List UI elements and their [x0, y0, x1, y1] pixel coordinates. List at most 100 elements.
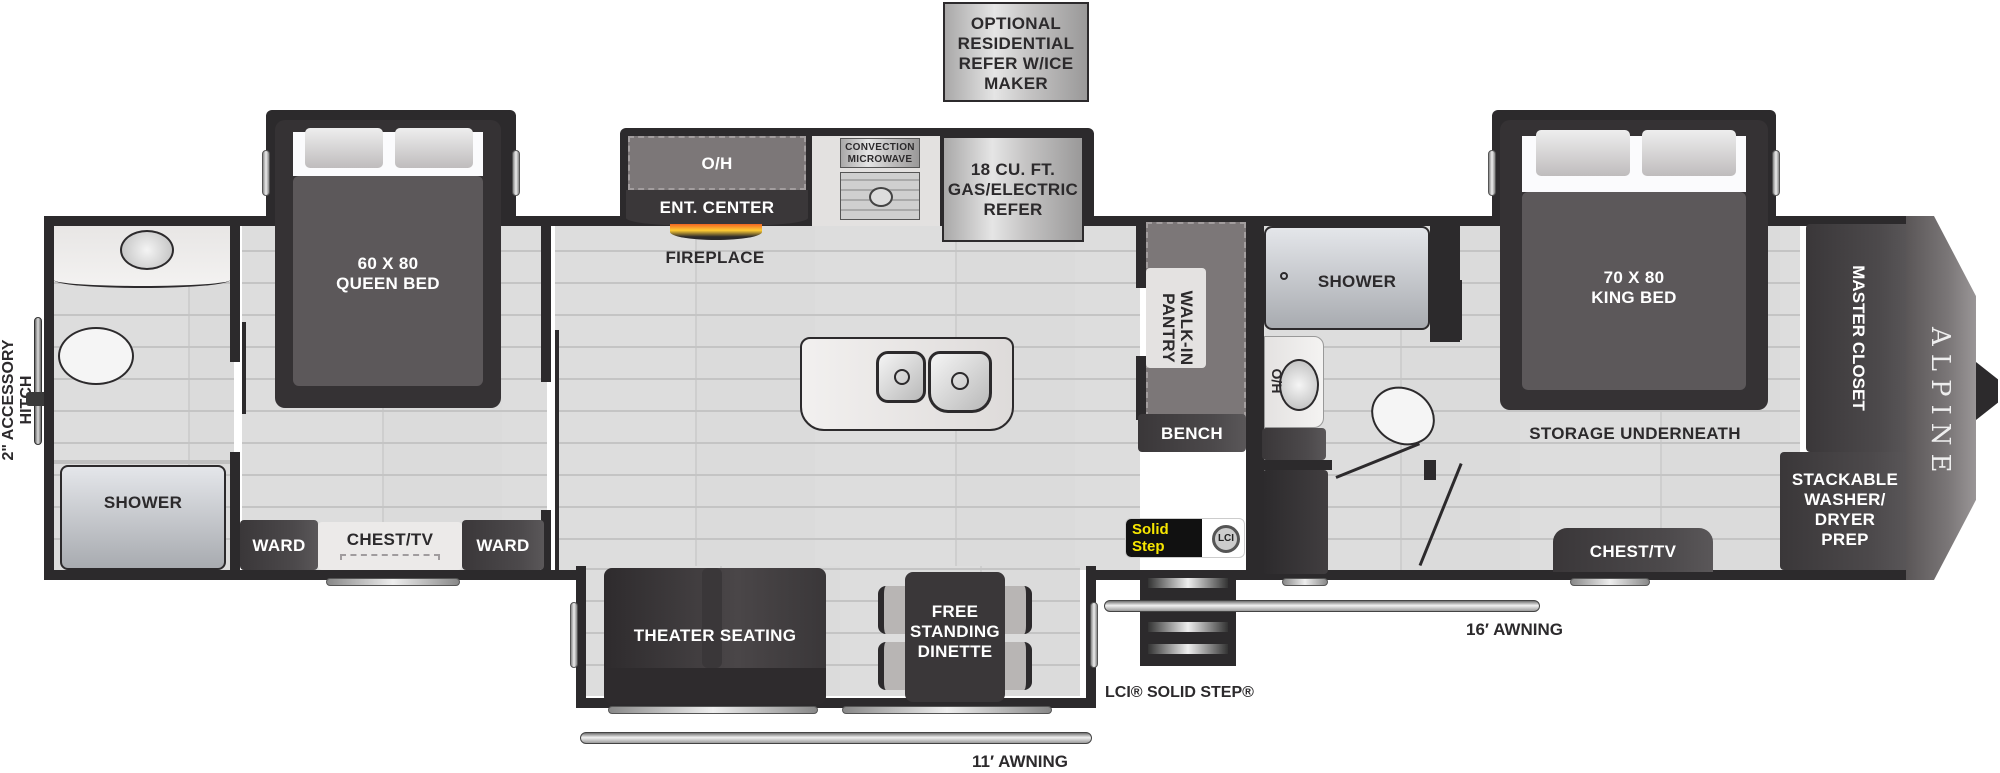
window-rear-bedroom-bottom: [326, 578, 460, 586]
microwave-line1: CONVECTION: [845, 142, 915, 153]
pantry-floor: WALK-IN PANTRY: [1146, 268, 1206, 368]
ward-right: WARD: [462, 520, 544, 570]
washer-line4: PREP: [1821, 530, 1869, 549]
oh-cabinet: O/H: [628, 136, 806, 190]
window-master-slide-right: [1772, 150, 1780, 196]
master-chest-tv: CHEST/TV: [1553, 528, 1713, 572]
stair-tread-3: [1148, 622, 1228, 632]
stair-tread-1: [1148, 578, 1228, 588]
theater-seating: THEATER SEATING: [604, 568, 826, 704]
optional-refer-line1: OPTIONAL: [970, 14, 1062, 33]
wall-top-left: [44, 216, 266, 226]
dinette-chair-2: [878, 642, 908, 690]
free-standing-dinette: FREE STANDING DINETTE: [905, 572, 1005, 702]
seat-divider: [702, 568, 722, 668]
bench: BENCH: [1138, 414, 1246, 452]
bench-label: BENCH: [1161, 424, 1223, 443]
refer-line3: REFER: [983, 200, 1043, 219]
wall-pantry-left: [1136, 222, 1146, 288]
hitch-bar: [34, 317, 42, 445]
window-slide-right: [1090, 602, 1098, 668]
rear-sink-icon: [120, 230, 174, 270]
lci-logo-icon: LCI: [1212, 525, 1240, 553]
theater-seating-label: THEATER SEATING: [633, 626, 797, 645]
dinette-chair-3: [1002, 586, 1032, 634]
gas-electric-refer: 18 CU. FT. GAS/ELECTRIC REFER: [942, 136, 1084, 242]
seat-front: [604, 668, 826, 704]
wall-slide-living-bottom: [576, 698, 1096, 708]
wall-master-door-jamb: [1456, 280, 1462, 340]
wall-top-kitchen-right: [1090, 216, 1494, 226]
wall-rear-bedroom-divider: [541, 222, 551, 382]
washer-line2: WASHER/: [1804, 490, 1886, 509]
cooktop-icon: [840, 172, 920, 220]
rear-awning-label: 11′ AWNING: [972, 752, 1069, 771]
wall-master-shower-right: [1430, 222, 1460, 342]
king-bed-mattress: [1522, 192, 1746, 390]
hitch-label: 2" ACCESSORY HITCH: [0, 339, 35, 461]
rear-bath-wall: [54, 460, 230, 464]
window-slide-left: [570, 602, 578, 668]
sink-bowl-right: [928, 351, 992, 413]
rear-shower-label: SHOWER: [103, 493, 183, 512]
wall-master-bath-bottom: [1254, 460, 1332, 470]
ward-right-label: WARD: [476, 536, 530, 555]
king-bed-label-size: 70 X 80: [1603, 268, 1665, 287]
storage-underneath-label: STORAGE UNDERNEATH: [1529, 424, 1741, 443]
fireplace-label: FIREPLACE: [665, 248, 765, 267]
microwave-line2: MICROWAVE: [847, 154, 913, 165]
burner-icon: [869, 187, 893, 207]
master-sink-icon: [1279, 359, 1319, 411]
queen-bed: 60 X 80 QUEEN BED: [275, 120, 501, 408]
wall-rear-bath-divider-top: [230, 222, 240, 362]
dinette-chair-1: [878, 586, 908, 634]
optional-refer-line3: REFER W/ICE: [958, 54, 1074, 73]
pantry-line1: WALK-IN: [1177, 290, 1196, 366]
solid-step-line2: Step: [1132, 538, 1165, 555]
washer-line1: STACKABLE: [1791, 470, 1899, 489]
master-shower: SHOWER: [1264, 226, 1430, 330]
optional-residential-refer: OPTIONAL RESIDENTIAL REFER W/ICE MAKER: [943, 2, 1089, 102]
rear-chest-tv-label: CHEST/TV: [346, 530, 434, 549]
optional-refer-line4: MAKER: [984, 74, 1048, 93]
stair-tread-4: [1148, 644, 1228, 654]
wall-rear-bedroom-divider-bottom: [541, 510, 551, 574]
wall-top-mid: [512, 216, 622, 226]
wall-bottom-right: [1094, 570, 1914, 580]
master-closet-label: MASTER CLOSET: [1849, 265, 1868, 411]
fireplace-icon: [670, 224, 762, 240]
drain-right-icon: [951, 372, 969, 390]
washer-line3: DRYER: [1814, 510, 1876, 529]
front-awning: [1104, 600, 1540, 612]
refer-line1: 18 CU. FT.: [970, 160, 1056, 179]
rear-chest-tv-dashes: [340, 554, 440, 560]
window-slide-bottom-1: [608, 706, 818, 714]
front-awning-label: 16′ AWNING: [1466, 620, 1563, 639]
refer-line2: GAS/ELECTRIC: [947, 180, 1079, 199]
queen-bed-pillow-left: [305, 128, 383, 168]
wall-bottom-left: [44, 570, 580, 580]
window-master-slide-left: [1488, 150, 1496, 196]
sink-bowl-left: [876, 351, 926, 403]
rear-awning: [580, 732, 1092, 744]
master-shower-drain-icon: [1280, 272, 1288, 280]
king-bed-pillow-left: [1536, 130, 1630, 176]
window-rear-slide-left: [262, 150, 270, 196]
wall-top-right: [1772, 216, 1922, 226]
ward-left-label: WARD: [252, 536, 306, 555]
drain-left-icon: [894, 369, 910, 385]
wall-master-bath-right: [1424, 460, 1436, 480]
wall-master-bath-left: [1254, 222, 1264, 574]
master-vanity: O/H: [1264, 336, 1324, 428]
solid-step-label: LCI® SOLID STEP®: [1105, 684, 1254, 701]
dinette-chair-4: [1002, 642, 1032, 690]
queen-bed-pillow-right: [395, 128, 473, 168]
master-hall-linen: [1262, 470, 1328, 574]
ward-left: WARD: [240, 520, 318, 570]
wall-rear: [44, 216, 54, 580]
rear-toilet-icon: [58, 327, 134, 385]
window-rear-slide-right: [512, 150, 520, 196]
ent-center: ENT. CENTER: [626, 190, 808, 226]
wall-pantry-left-bottom: [1136, 356, 1146, 420]
brand-logo: ALPINE: [1925, 327, 1955, 481]
